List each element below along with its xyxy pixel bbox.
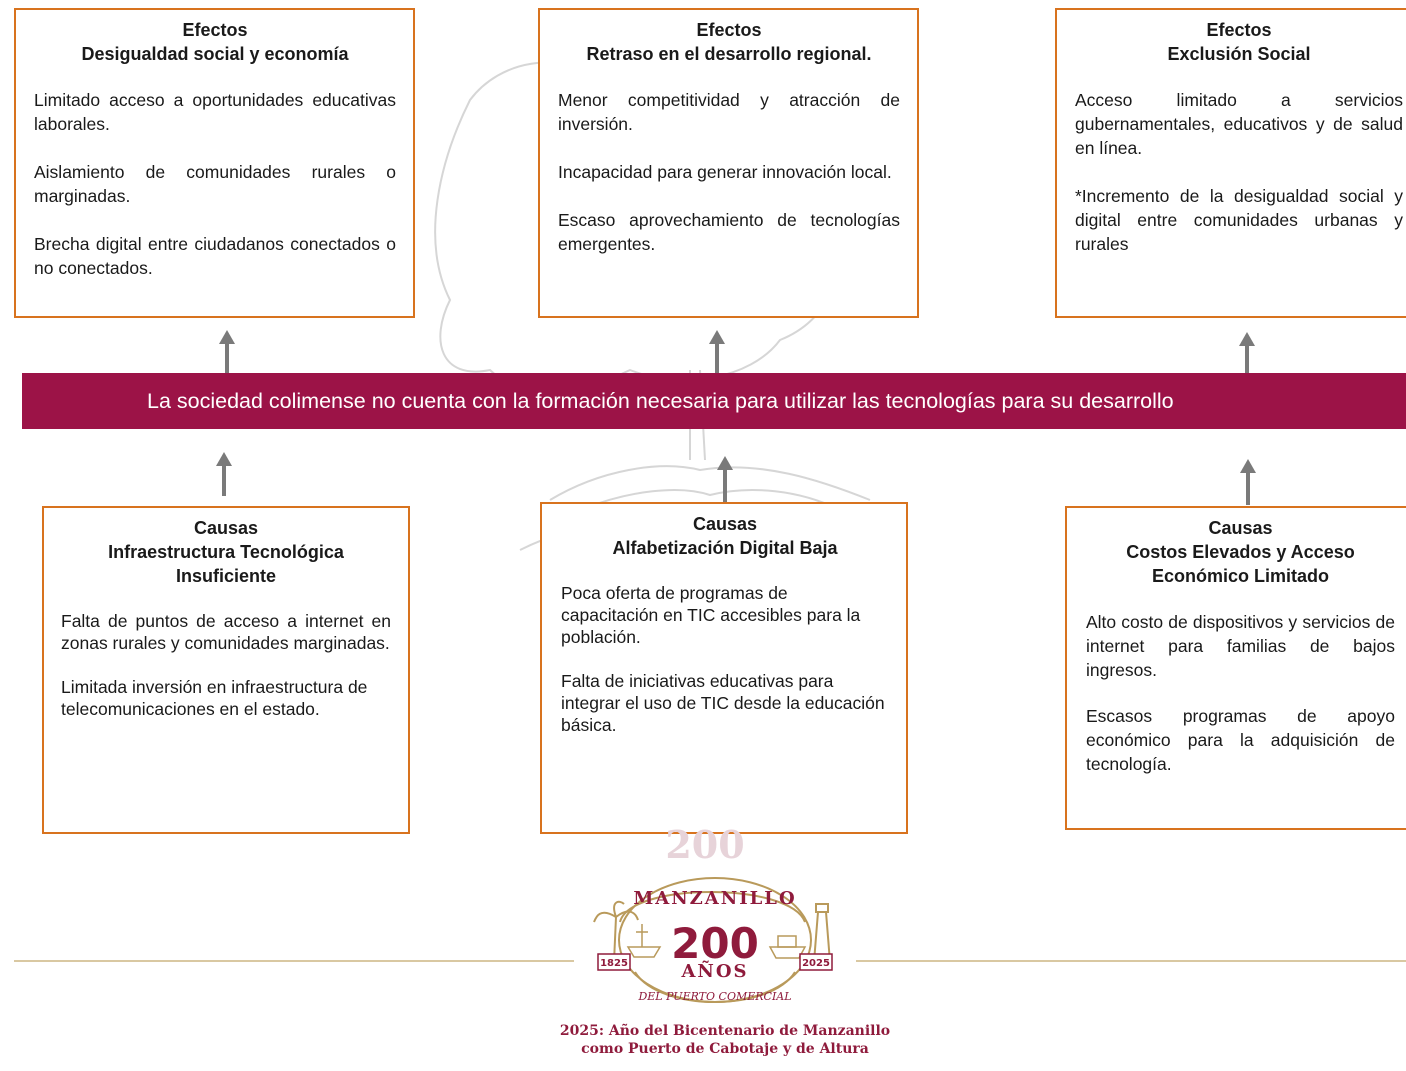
cause-box-3-item-2: Escasos programas de apoyo económico par… xyxy=(1086,706,1395,774)
central-problem-text: La sociedad colimense no cuenta con la f… xyxy=(147,388,1174,413)
effect-box-2-title: Retraso en el desarrollo regional. xyxy=(586,44,872,64)
effect-box-1-title: Desigualdad social y economía xyxy=(81,44,349,64)
svg-text:200: 200 xyxy=(671,919,759,968)
svg-text:2025: 2025 xyxy=(802,958,830,969)
arrow-up-icon xyxy=(717,456,733,502)
footer-divider-left xyxy=(14,960,574,962)
effect-box-1: Efectos Desigualdad social y economía Li… xyxy=(14,8,415,318)
arrow-up-icon xyxy=(1239,332,1255,374)
cause-box-1-item-2: Limitada inversión en infraestructura de… xyxy=(61,677,368,719)
svg-text:1825: 1825 xyxy=(600,958,628,969)
footer-divider-right xyxy=(856,960,1406,962)
svg-text:AÑOS: AÑOS xyxy=(680,959,748,982)
effect-box-1-item-3: Brecha digital entre ciudadanos conectad… xyxy=(34,234,396,278)
effect-box-2-item-3: Escaso aprovechamiento de tecnologías em… xyxy=(558,210,900,254)
cause-box-1-item-1: Falta de puntos de acceso a internet en … xyxy=(61,611,391,653)
effect-box-1-item-2: Aislamiento de comunidades rurales o mar… xyxy=(34,162,396,206)
arrow-up-icon xyxy=(1240,459,1256,505)
effect-box-1-item-1: Limitado acceso a oportunidades educativ… xyxy=(34,90,396,134)
effect-box-1-kind: Efectos xyxy=(182,20,248,40)
cause-box-3-item-1: Alto costo de dispositivos y servicios d… xyxy=(1086,612,1395,680)
cause-box-3-kind: Causas xyxy=(1208,518,1273,538)
logo-caption: 2025: Año del Bicentenario de Manzanillo… xyxy=(520,1022,930,1058)
manzanillo-200-logo: MANZANILLO 200 1825 2025 AÑOS DEL PUERTO… xyxy=(593,877,833,1003)
effect-box-3-kind: Efectos xyxy=(1206,20,1272,40)
svg-text:DEL PUERTO COMERCIAL: DEL PUERTO COMERCIAL xyxy=(637,990,791,1003)
effect-box-2-item-1: Menor competitividad y atracción de inve… xyxy=(558,90,900,134)
central-problem-banner: La sociedad colimense no cuenta con la f… xyxy=(22,373,1406,429)
effect-box-3-item-1: Acceso limitado a servicios gubernamenta… xyxy=(1075,90,1403,158)
cause-box-3: Causas Costos Elevados y Acceso Económic… xyxy=(1065,506,1406,830)
effect-box-2-item-2: Incapacidad para generar innovación loca… xyxy=(558,162,892,182)
cause-box-2-title: Alfabetización Digital Baja xyxy=(612,538,838,558)
arrow-up-icon xyxy=(219,330,235,374)
svg-text:MANZANILLO: MANZANILLO xyxy=(633,888,796,909)
cause-box-2-kind: Causas xyxy=(692,514,758,534)
cause-box-1: Causas Infraestructura Tecnológica Insuf… xyxy=(42,506,410,834)
cause-box-3-title: Costos Elevados y Acceso Económico Limit… xyxy=(1126,542,1355,586)
effect-box-3-title: Exclusión Social xyxy=(1167,44,1311,64)
effect-box-3: Efectos Exclusión Social Acceso limitado… xyxy=(1055,8,1406,318)
ghost-logo-watermark: 200 xyxy=(665,822,744,862)
arrow-up-icon xyxy=(216,452,232,496)
effect-box-2-kind: Efectos xyxy=(696,20,762,40)
cause-box-2-item-2: Falta de iniciativas educativas para int… xyxy=(561,671,885,735)
cause-box-2-item-1: Poca oferta de programas de capacitación… xyxy=(561,583,861,647)
cause-box-1-title: Infraestructura Tecnológica Insuficiente xyxy=(108,542,344,586)
effect-box-3-item-2: *Incremento de la desigualdad social y d… xyxy=(1075,186,1403,254)
arrow-up-icon xyxy=(709,330,725,374)
effect-box-2: Efectos Retraso en el desarrollo regiona… xyxy=(538,8,919,318)
cause-box-2: Causas Alfabetización Digital Baja Poca … xyxy=(540,502,908,834)
logo-caption-line-1: 2025: Año del Bicentenario de Manzanillo xyxy=(559,1023,891,1039)
svg-text:200: 200 xyxy=(665,822,744,862)
cause-box-1-kind: Causas xyxy=(193,518,259,538)
logo-caption-line-2: como Puerto de Cabotaje y de Altura xyxy=(581,1041,869,1057)
